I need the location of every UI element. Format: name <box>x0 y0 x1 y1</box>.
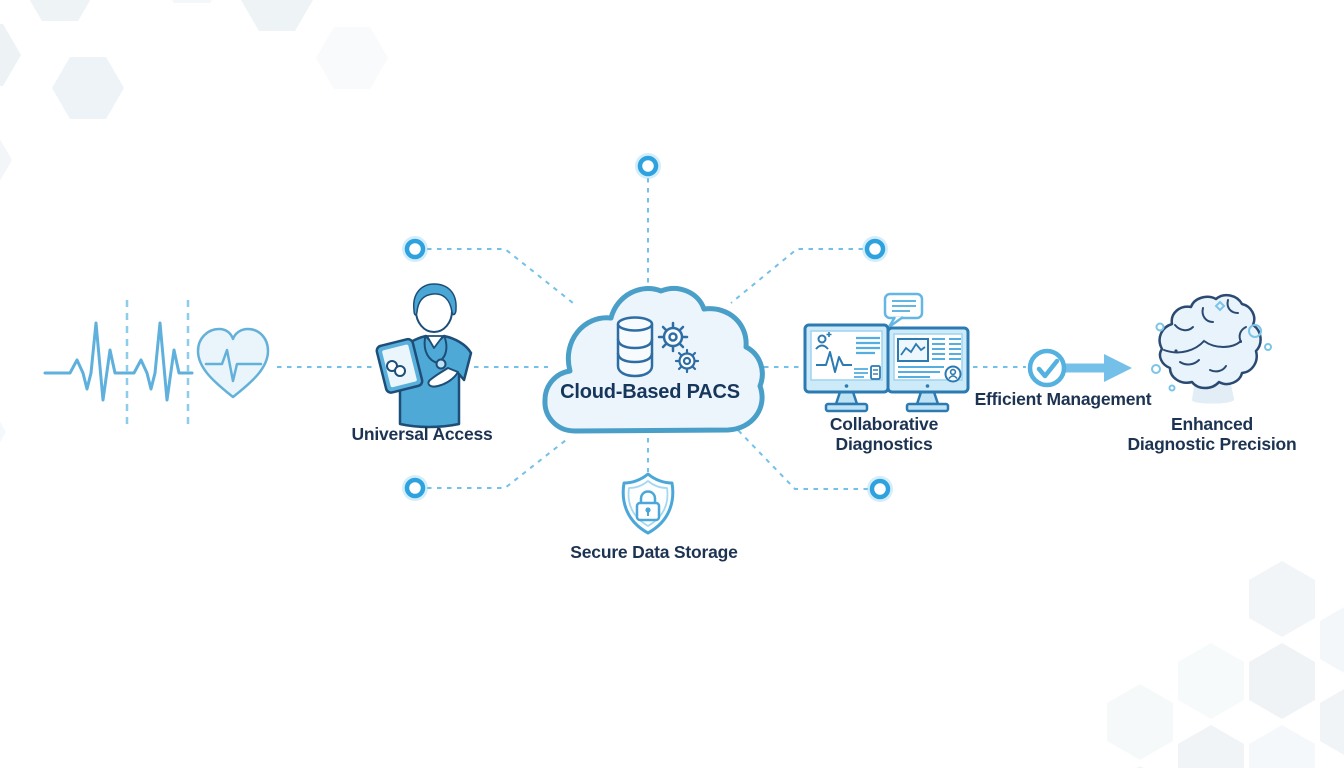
enhanced-precision-line1: Enhanced <box>1170 414 1254 434</box>
connector-node <box>862 236 888 262</box>
connector-nodes <box>402 153 893 502</box>
secure-data-storage-label: Secure Data Storage <box>570 542 738 562</box>
database-icon <box>616 316 654 378</box>
speech-bubble-icon <box>883 292 924 329</box>
connector-bottomleft-node-to-cloud <box>427 439 567 489</box>
efficient-management-label: Efficient Management <box>974 389 1152 409</box>
gear-icon <box>657 321 689 353</box>
clinician-tablet-icon <box>375 283 473 429</box>
dual-monitors-icon <box>803 292 970 413</box>
connector-node <box>635 153 661 179</box>
collaborative-diagnostics-line1: Collaborative <box>829 414 939 434</box>
checkmark-circle-icon <box>1027 348 1067 388</box>
enhanced-precision-line2: Diagnostic Precision <box>1127 434 1297 454</box>
check-circle-arrow-icon <box>1027 348 1132 388</box>
collaborative-diagnostics-line2: Diagnostics <box>835 434 933 454</box>
connector-topright-node-to-cloud <box>730 248 863 304</box>
shield-lock-icon <box>621 472 675 535</box>
collaborative-diagnostics-label: Collaborative Diagnostics <box>774 414 994 454</box>
arrow-right-icon <box>1064 354 1132 382</box>
monitor-right <box>886 326 970 413</box>
connector-node <box>402 236 428 262</box>
ekg-waveform-icon <box>43 300 194 424</box>
sparkle-dots <box>1151 300 1272 392</box>
connector-lines <box>277 178 1026 490</box>
connector-bottomright-node-to-cloud <box>732 424 868 490</box>
connector-node <box>402 475 428 501</box>
gear-icon <box>674 348 700 374</box>
universal-access-label: Universal Access <box>351 424 493 444</box>
connector-node <box>867 476 893 502</box>
cloud-pacs-label: Cloud-Based PACS <box>560 381 740 403</box>
heart-pulse-icon <box>196 327 270 399</box>
cloud-icon <box>542 285 765 434</box>
brain-icon <box>1151 293 1272 404</box>
monitor-left <box>803 323 890 413</box>
enhanced-diagnostic-precision-label: Enhanced Diagnostic Precision <box>1087 414 1337 454</box>
